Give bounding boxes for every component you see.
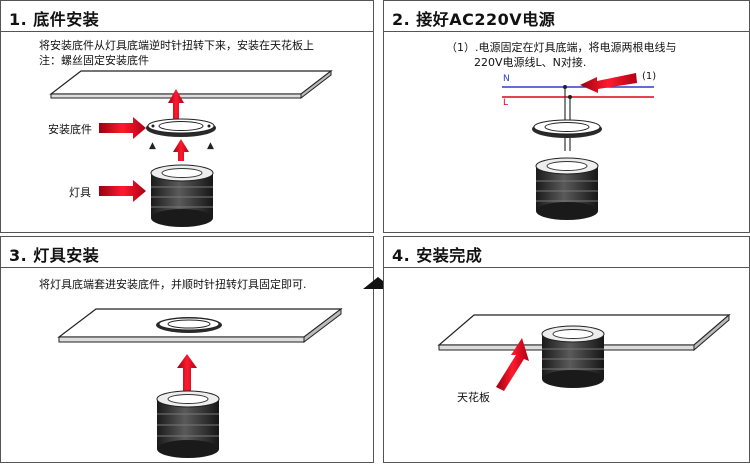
step-2-title: 2. 接好AC220V电源 [392,10,556,29]
up-arrow-icon [177,354,197,393]
step-2-header: 2. 接好AC220V电源 [384,1,749,32]
up-arrow-icon [168,89,184,119]
step-3-desc-1: 将灯具底端套进安装底件，并顺时针扭转灯具固定即可. [39,278,307,291]
step-1-header: 1. 底件安装 [1,1,373,32]
step-2-panel: 2. 接好AC220V电源 （1）.电源固定在灯具底端，将电源两根电线与 220… [383,0,750,233]
step-3-panel: 3. 灯具安装 将灯具底端套进安装底件，并顺时针扭转灯具固定即可. [0,236,374,463]
step-1-illustration: ▲ ▲ [49,69,333,227]
label-lamp: 灯具 [69,186,91,199]
svg-text:▲: ▲ [149,141,156,151]
up-arrow-icon [173,139,189,161]
right-arrow-icon [99,117,146,139]
diagonal-arrow-icon [496,338,529,391]
wire-l-label: L [503,98,509,108]
pointer-arrow-icon [580,73,637,93]
label-mounting-base: 安装底件 [48,123,92,136]
lamp-fixture [156,390,220,458]
step-4-panel: 4. 安装完成 天花板 [383,236,750,463]
step-1-title: 1. 底件安装 [9,10,100,29]
step-2-desc-1: （1）.电源固定在灯具底端，将电源两根电线与 [446,41,677,54]
step-2-illustration [502,73,654,220]
step-1-desc-1: 将安装底件从灯具底端逆时针扭转下来，安装在天花板上 [39,39,314,52]
label-ceiling: 天花板 [457,391,490,404]
callout-1: (1) [642,71,657,82]
step-1-desc-2: 注：螺丝固定安装底件 [39,54,149,67]
step-1-panel: 1. 底件安装 将安装底件从灯具底端逆时针扭转下来，安装在天花板上 注：螺丝固定… [0,0,374,233]
lamp-fixture [150,164,214,227]
step-3-header: 3. 灯具安装 [1,237,373,268]
mounting-base-ring [532,119,602,138]
step-4-title: 4. 安装完成 [392,246,483,265]
step-3-title: 3. 灯具安装 [9,246,100,265]
ceiling-board [49,70,333,95]
step-3-illustration [57,307,343,458]
lamp-fixture [535,157,599,220]
step-2-desc-2: 220V电源线L、N对接. [474,56,587,69]
svg-text:▲: ▲ [207,141,214,151]
right-arrow-icon [99,180,146,202]
lamp-fixture-installed [541,325,605,388]
mounting-base-ring [156,317,222,333]
step-4-illustration [437,313,731,391]
step-4-header: 4. 安装完成 [384,237,749,268]
mounting-base-ring [146,118,216,137]
wire-n-label: N [503,74,510,84]
